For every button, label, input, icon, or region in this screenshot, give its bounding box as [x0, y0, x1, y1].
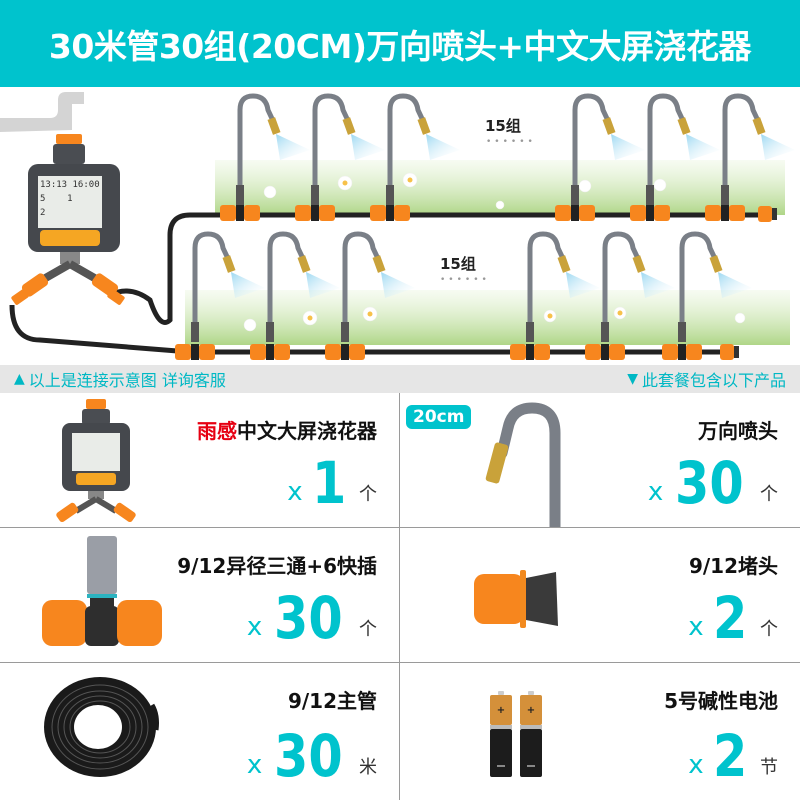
product-name: 9/12堵头 [688, 554, 778, 578]
product-quantity: x 1 个 [287, 449, 377, 517]
connection-diagram: 13:13 16:00 5 1 2 15组 •••••• 15组 •••••• [0, 87, 800, 365]
top-group-dots: •••••• [486, 137, 536, 147]
svg-text:+: + [527, 705, 535, 716]
timer-screen: 13:13 16:00 5 1 2 [40, 180, 100, 218]
top-group-label: 15组 [485, 117, 521, 135]
end-plug-icon [474, 570, 558, 628]
quantity-unit: 个 [359, 619, 377, 640]
product-name: 雨感中文大屏浇花器 [197, 419, 377, 443]
notice-bar: ▲ 以上是连接示意图 详询客服 ▼ 此套餐包含以下产品 [0, 365, 800, 393]
product-name: 5号碱性电池 [664, 689, 778, 713]
package-notice-text: 此套餐包含以下产品 [641, 371, 786, 390]
connection-notice-text: 以上是连接示意图 详询客服 [28, 371, 226, 390]
pipe-coil-icon [44, 677, 159, 777]
product-card-main-pipe: 9/12主管 x 30 米 [0, 663, 400, 800]
svg-text:+: + [497, 705, 505, 716]
quantity-unit: 节 [760, 757, 778, 778]
product-card-timer: 雨感中文大屏浇花器 x 1 个 [0, 393, 400, 528]
top-row-nozzles [220, 93, 795, 222]
quantity-value: 2 [712, 584, 747, 652]
quantity-unit: 个 [760, 484, 778, 505]
product-quantity: x 2 个 [688, 584, 778, 652]
bottom-group-dots: •••••• [440, 275, 490, 285]
bottom-group-label: 15组 [440, 255, 476, 273]
triangle-up-icon: ▲ [14, 371, 25, 387]
length-badge: 20cm [406, 405, 472, 429]
tee-connector-icon [42, 536, 162, 646]
product-quantity: x 30 个 [647, 449, 778, 517]
page-title-banner: 30米管30组(20CM)万向喷头+中文大屏浇花器 [0, 0, 800, 87]
quantity-value: 1 [311, 449, 346, 517]
product-quantity: x 2 节 [688, 722, 778, 790]
water-timer-icon [56, 399, 136, 523]
product-card-nozzle: 20cm 万向喷头 x 30 个 [400, 393, 800, 528]
nozzle-hose-icon [485, 402, 561, 527]
product-card-tee: 9/12异径三通+6快插 x 30 个 [0, 528, 400, 663]
product-quantity: x 30 个 [246, 584, 377, 652]
quantity-unit: 个 [359, 484, 377, 505]
product-name: 万向喷头 [698, 419, 778, 443]
quantity-unit: 个 [760, 619, 778, 640]
bottom-row-nozzles [175, 231, 752, 360]
quantity-value: 2 [712, 722, 747, 790]
quantity-value: 30 [274, 584, 343, 652]
water-timer-icon [11, 134, 125, 305]
irrigation-diagram-illustration [0, 92, 795, 360]
product-name-highlight: 雨感 [197, 419, 237, 443]
aa-battery-icon: + + [490, 691, 542, 777]
package-notice: ▼ 此套餐包含以下产品 [627, 367, 786, 391]
product-quantity: x 30 米 [246, 722, 377, 790]
connection-notice: ▲ 以上是连接示意图 详询客服 [14, 367, 226, 391]
product-card-batteries: + + 5号碱性电池 x 2 节 [400, 663, 800, 800]
product-name: 9/12主管 [287, 689, 377, 713]
quantity-value: 30 [675, 449, 744, 517]
page-title: 30米管30组(20CM)万向喷头+中文大屏浇花器 [48, 26, 752, 66]
quantity-unit: 米 [359, 757, 377, 778]
product-card-end-plug: 9/12堵头 x 2 个 [400, 528, 800, 663]
triangle-down-icon: ▼ [627, 371, 638, 387]
product-name: 9/12异径三通+6快插 [177, 554, 377, 578]
product-grid: 雨感中文大屏浇花器 x 1 个 20cm 万向喷头 x 30 个 9/1 [0, 393, 800, 800]
quantity-value: 30 [274, 722, 343, 790]
